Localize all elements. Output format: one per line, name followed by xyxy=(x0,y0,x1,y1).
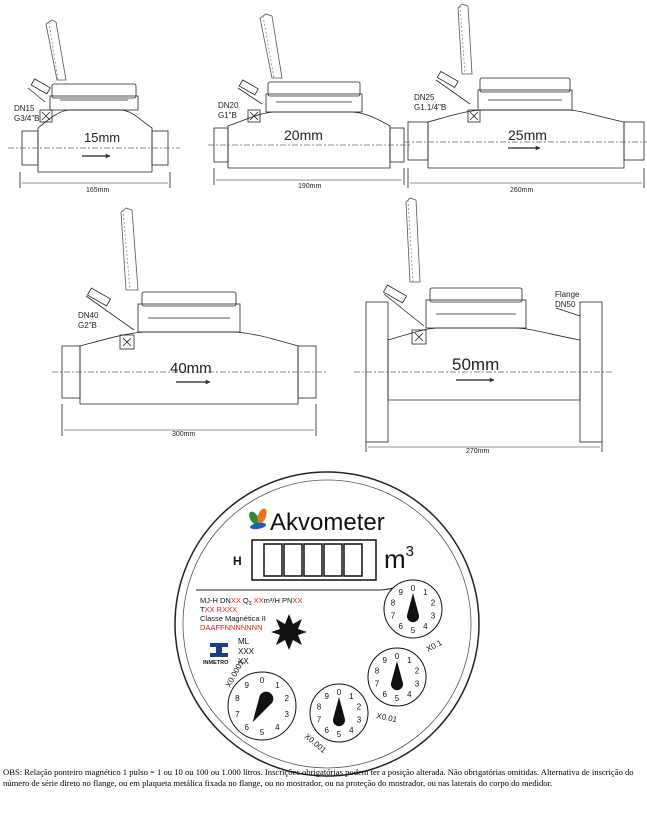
spec-line-3: Classe Magnética II xyxy=(200,614,266,623)
spec-line-2: TXX RXXX xyxy=(200,605,237,614)
sub-dial-digit: 4 xyxy=(275,723,280,732)
sub-dial-digit: 3 xyxy=(431,612,436,621)
spec-line-1: MJ-H DNXX Q3 XXm³/H PNXX xyxy=(200,596,302,607)
sub-dial-multiplier: X0.1 xyxy=(425,638,444,654)
meter1-size-label: 15mm xyxy=(84,130,120,145)
sub-dial-digit: 2 xyxy=(431,599,436,608)
meter-lid xyxy=(457,3,473,75)
meter-lid xyxy=(45,19,67,81)
sub-dial-digit: 3 xyxy=(415,680,420,689)
meter1-dn-label: DN15 xyxy=(14,104,35,113)
meter3-thread-label: G1.1/4"B xyxy=(414,103,446,112)
sub-dial-digit: 3 xyxy=(284,710,289,719)
sub-dial-digit: 5 xyxy=(395,694,400,703)
ml-label: ML xyxy=(238,637,250,646)
meter2-length-label: 190mm xyxy=(298,183,322,190)
sub-dial-digit: 6 xyxy=(398,622,403,631)
meter3-length-label: 260mm xyxy=(510,187,534,194)
sub-dial-digit: 4 xyxy=(407,690,412,699)
inmetro-label: INMETRO xyxy=(203,660,229,666)
meter5-size-label: 50mm xyxy=(452,355,499,374)
meter-dn25 xyxy=(404,3,647,188)
sub-dial-digit: 7 xyxy=(235,710,240,719)
sub-dial-digit: 5 xyxy=(337,730,342,739)
xxx-label: XXX xyxy=(238,647,255,656)
meter1-length-label: 165mm xyxy=(86,187,110,194)
meter2-thread-label: G1"B xyxy=(218,111,237,120)
meter-lid xyxy=(405,197,421,283)
sub-dial-digit: 5 xyxy=(260,728,265,737)
meter-dn20 xyxy=(208,13,412,185)
inmetro-logo-icon xyxy=(210,643,228,657)
meter5-flange-label: Flange xyxy=(555,290,580,299)
meter-dn40 xyxy=(52,207,326,436)
sub-dial-pointer-icon xyxy=(252,691,274,723)
sub-dial-pointer-icon xyxy=(390,661,404,691)
sub-dial-digit: 9 xyxy=(244,681,249,690)
meter3-dn-label: DN25 xyxy=(414,93,435,102)
dial-face: Akvometer H m3 MJ-H DNXX Q3 XXm³/H PNXX … xyxy=(174,471,480,777)
sub-dial-digit: 4 xyxy=(423,622,428,631)
sub-dial-digit: 7 xyxy=(317,716,322,725)
sub-dial-pointer-icon xyxy=(332,697,346,727)
sub-dial-digit: 8 xyxy=(235,694,240,703)
meter-dn15 xyxy=(8,19,180,188)
sub-dial-digit: 9 xyxy=(382,656,387,665)
sub-dial-digit: 6 xyxy=(244,723,249,732)
sub-dial-digit: 2 xyxy=(357,703,362,712)
sub-dial-digit: 1 xyxy=(407,656,412,665)
sub-dial-digit: 4 xyxy=(349,726,354,735)
meter1-thread-label: G3/4"B xyxy=(14,114,40,123)
sub-dial-digit: 9 xyxy=(398,588,403,597)
sub-dial-digit: 3 xyxy=(357,716,362,725)
h-label: H xyxy=(233,554,242,568)
sub-dial-digit: 6 xyxy=(382,690,387,699)
sub-dial-digit: 8 xyxy=(391,599,396,608)
sub-dial-digit: 1 xyxy=(349,692,354,701)
meter-lid xyxy=(259,13,283,79)
xx-label: XX xyxy=(238,657,249,666)
sub-dial-digit: 0 xyxy=(395,652,400,661)
sub-dial-digit: 9 xyxy=(324,692,329,701)
meter4-thread-label: G2"B xyxy=(78,321,97,330)
meter5-dn-label: DN50 xyxy=(555,300,576,309)
brand-logo-icon xyxy=(249,508,267,530)
meter4-size-label: 40mm xyxy=(170,360,212,377)
spec-line-4: DAAFFNNNNNNN xyxy=(200,623,263,632)
sub-dial-digit: 7 xyxy=(375,680,380,689)
sub-dial-pointer-icon xyxy=(406,593,420,623)
meter4-dn-label: DN40 xyxy=(78,311,99,320)
brand-name: Akvometer xyxy=(270,509,385,536)
meter2-dn-label: DN20 xyxy=(218,101,239,110)
sub-dial-digit: 0 xyxy=(337,688,342,697)
meter-lid xyxy=(120,207,139,291)
sub-dial-digit: 0 xyxy=(260,676,265,685)
sub-dial-digit: 6 xyxy=(324,726,329,735)
meter-dn50-flange xyxy=(354,197,612,452)
sub-dial-digit: 1 xyxy=(275,681,280,690)
unit-label: m3 xyxy=(384,543,414,574)
sub-dial-digit: 0 xyxy=(411,584,416,593)
footnote: OBS: Relação ponteiro magnético 1 pulso … xyxy=(3,767,634,788)
meter4-length-label: 300mm xyxy=(172,431,196,438)
meter2-size-label: 20mm xyxy=(284,127,323,143)
meter5-length-label: 270mm xyxy=(466,448,490,455)
odometer-window xyxy=(251,539,377,581)
meter3-size-label: 25mm xyxy=(508,127,547,143)
sub-dial-digit: 2 xyxy=(284,694,289,703)
sub-dial-digit: 7 xyxy=(391,612,396,621)
sub-dial-multiplier: X0.01 xyxy=(376,711,399,724)
sub-dial-digit: 1 xyxy=(423,588,428,597)
sub-dial-digit: 8 xyxy=(317,703,322,712)
star-wheel-icon xyxy=(271,614,307,650)
sub-dial-digit: 5 xyxy=(411,626,416,635)
sub-dial-digit: 8 xyxy=(375,667,380,676)
sub-dial-digit: 2 xyxy=(415,667,420,676)
